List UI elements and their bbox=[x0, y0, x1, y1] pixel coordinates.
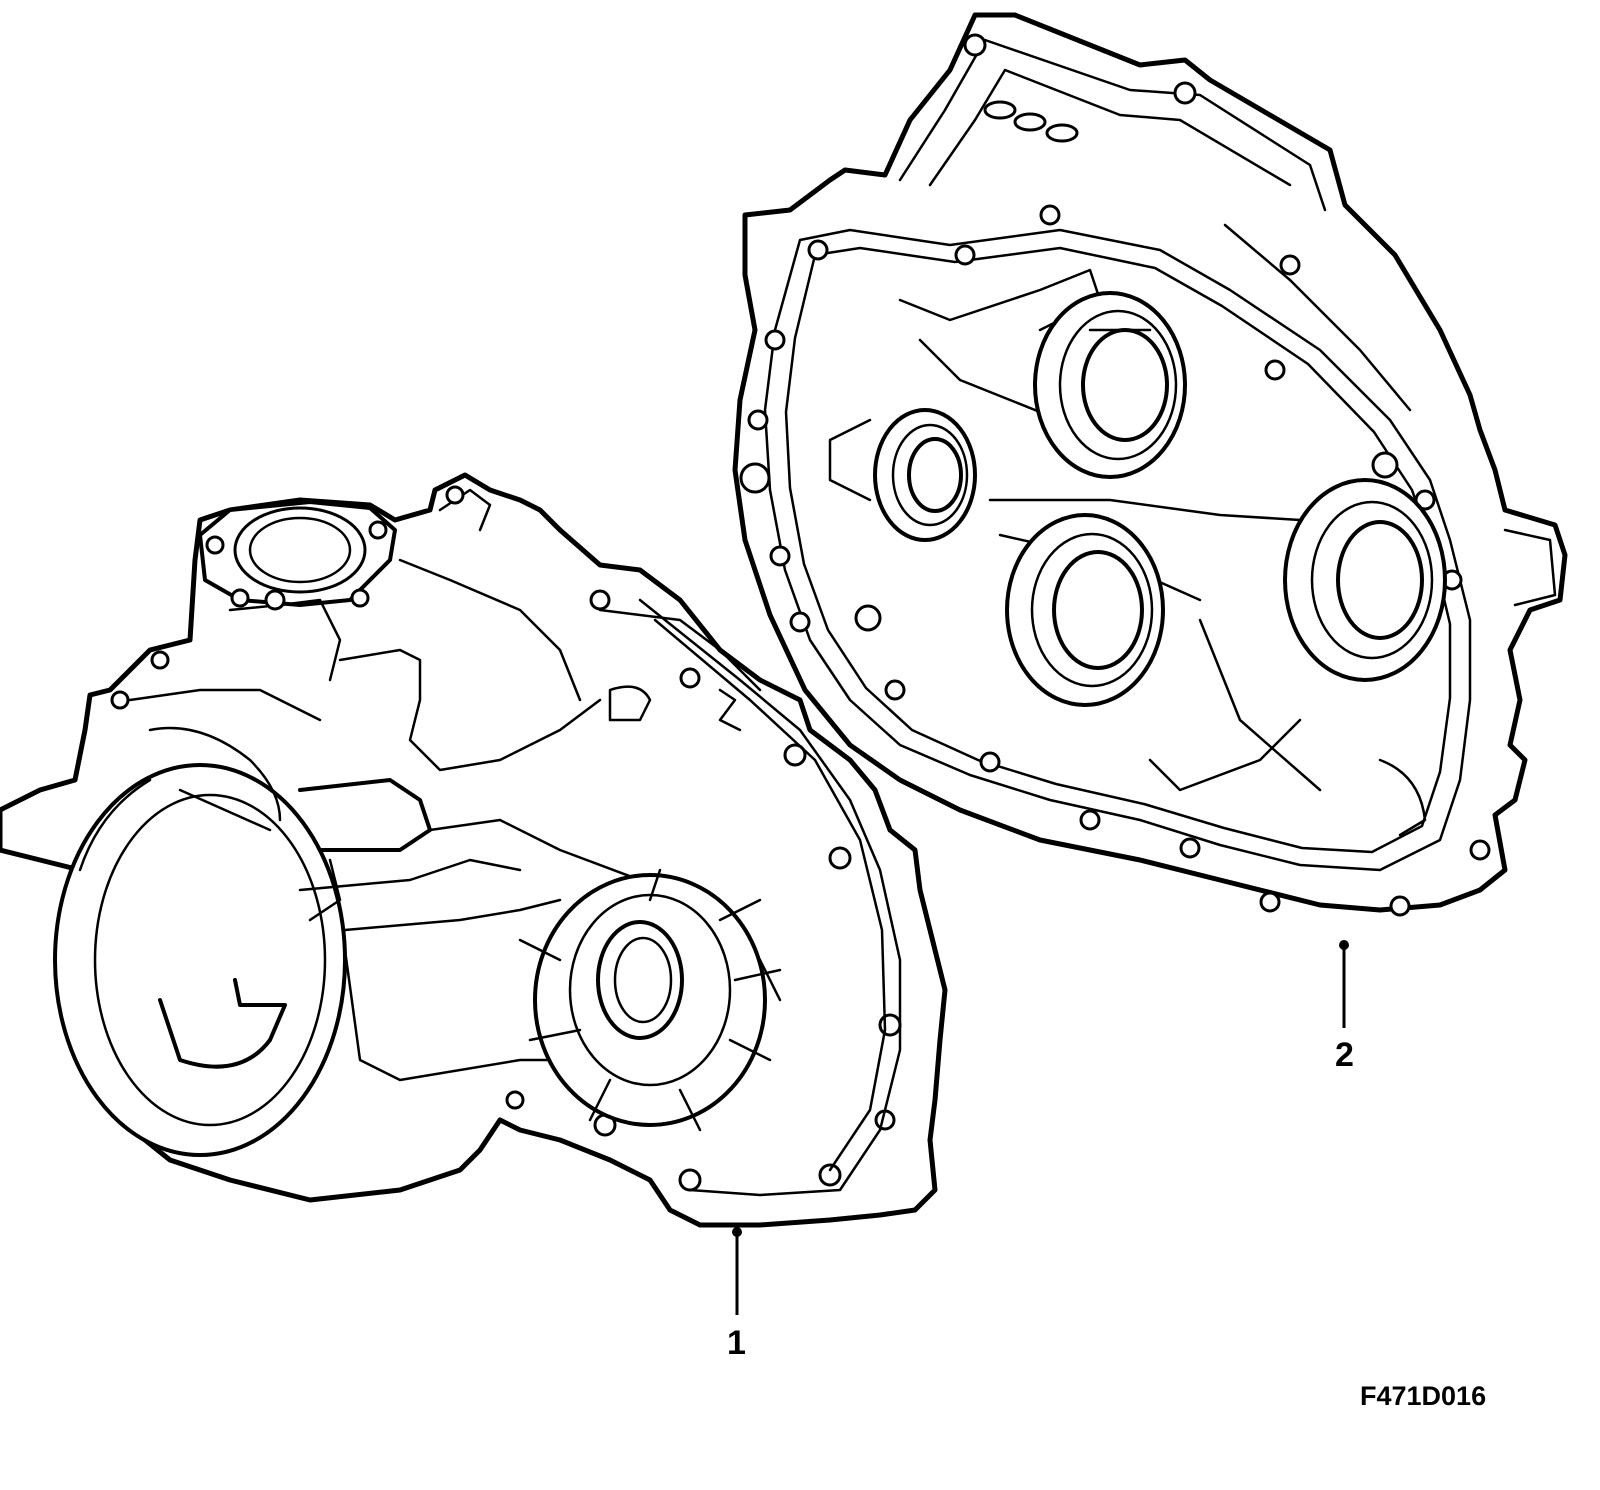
shift-tower bbox=[198, 500, 397, 608]
clutch-housing-icon bbox=[732, 12, 1568, 917]
bearing-bore bbox=[1033, 291, 1187, 479]
callout-number-1: 1 bbox=[727, 1324, 746, 1362]
end-cover bbox=[53, 763, 347, 1157]
bearing-bore bbox=[1005, 513, 1165, 707]
callout-leader-1 bbox=[732, 1227, 742, 1315]
callout-number-2: 2 bbox=[1335, 1036, 1354, 1074]
callout-leader-2 bbox=[1339, 940, 1349, 1028]
transmission-housing-icon bbox=[0, 472, 948, 1228]
output-shaft-bore bbox=[518, 868, 782, 1132]
figure-code: F471D016 bbox=[1360, 1381, 1487, 1411]
bearing-bore bbox=[1283, 478, 1447, 682]
bearing-bore bbox=[873, 408, 977, 542]
